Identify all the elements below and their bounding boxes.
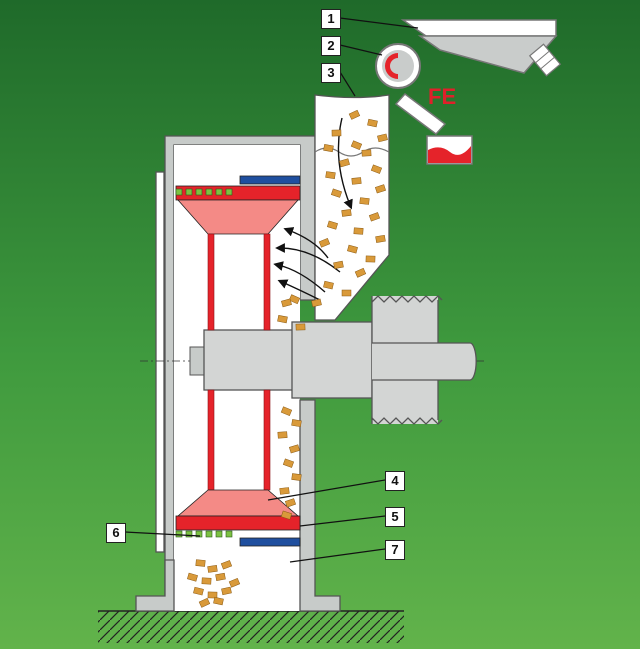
material-particle — [311, 298, 322, 308]
material-particle — [323, 144, 334, 153]
material-particle — [280, 510, 292, 520]
material-particle — [361, 149, 372, 157]
callout-1: 1 — [321, 9, 341, 29]
callout-7: 7 — [385, 540, 405, 560]
material-particle — [291, 473, 302, 481]
material-particle — [295, 323, 306, 331]
material-particle — [277, 431, 288, 439]
material-particle — [367, 118, 378, 128]
material-particle — [228, 577, 241, 588]
sieve-bottom — [175, 530, 233, 538]
material-particle — [281, 298, 292, 308]
material-particle — [215, 572, 226, 581]
material-particle — [291, 419, 302, 428]
material-particle — [354, 267, 367, 278]
rotor-blades — [207, 233, 271, 491]
callout-6: 6 — [106, 523, 126, 543]
material-particle — [318, 238, 331, 248]
rotor-lower-disc — [175, 489, 301, 547]
vibrating-feeder — [400, 19, 562, 77]
material-particle — [201, 577, 212, 585]
magnetic-drum — [375, 43, 421, 89]
material-particles — [187, 109, 388, 608]
iron-collection-bin — [426, 135, 473, 165]
callout-leaders — [124, 17, 419, 563]
material-particle — [284, 498, 297, 508]
material-particle — [377, 133, 388, 143]
material-particle — [341, 289, 352, 297]
deflector-plate — [394, 92, 447, 136]
material-particle — [339, 158, 350, 168]
material-particle — [288, 294, 301, 305]
material-particle — [350, 140, 363, 151]
material-particle — [374, 184, 386, 194]
material-particle — [288, 444, 300, 454]
ground — [98, 610, 404, 643]
callout-3: 3 — [321, 63, 341, 83]
sieve-top — [175, 188, 233, 196]
material-particle — [331, 129, 342, 137]
material-particle — [351, 177, 362, 185]
callout-2: 2 — [321, 36, 341, 56]
material-particle — [195, 559, 206, 567]
material-particle — [207, 591, 218, 599]
material-particle — [368, 212, 381, 222]
material-particle — [198, 597, 211, 608]
callout-5: 5 — [385, 507, 405, 527]
rotor-shaft — [140, 295, 485, 425]
material-particle — [279, 487, 290, 495]
material-particle — [280, 406, 293, 416]
material-particle — [325, 171, 336, 179]
material-particle — [365, 255, 376, 263]
material-particle — [353, 227, 364, 235]
material-particle — [277, 314, 288, 324]
material-particle — [375, 234, 386, 243]
material-particle — [348, 109, 361, 120]
material-particle — [347, 244, 358, 254]
material-particle — [221, 586, 232, 596]
rotor-upper-disc — [175, 175, 301, 235]
iron-fe-label: FE — [428, 84, 457, 109]
callout-4: 4 — [385, 471, 405, 491]
material-particle — [326, 220, 338, 230]
material-particle — [220, 560, 233, 570]
material-particle — [207, 565, 218, 573]
material-particle — [359, 197, 370, 205]
material-particle — [330, 188, 343, 198]
material-particle — [187, 572, 198, 582]
material-particle — [323, 280, 334, 290]
material-particle — [193, 586, 204, 596]
material-particle — [333, 260, 344, 270]
material-particle — [370, 164, 383, 174]
material-particle — [282, 458, 295, 468]
material-particle — [213, 596, 224, 606]
material-particle — [341, 209, 352, 217]
